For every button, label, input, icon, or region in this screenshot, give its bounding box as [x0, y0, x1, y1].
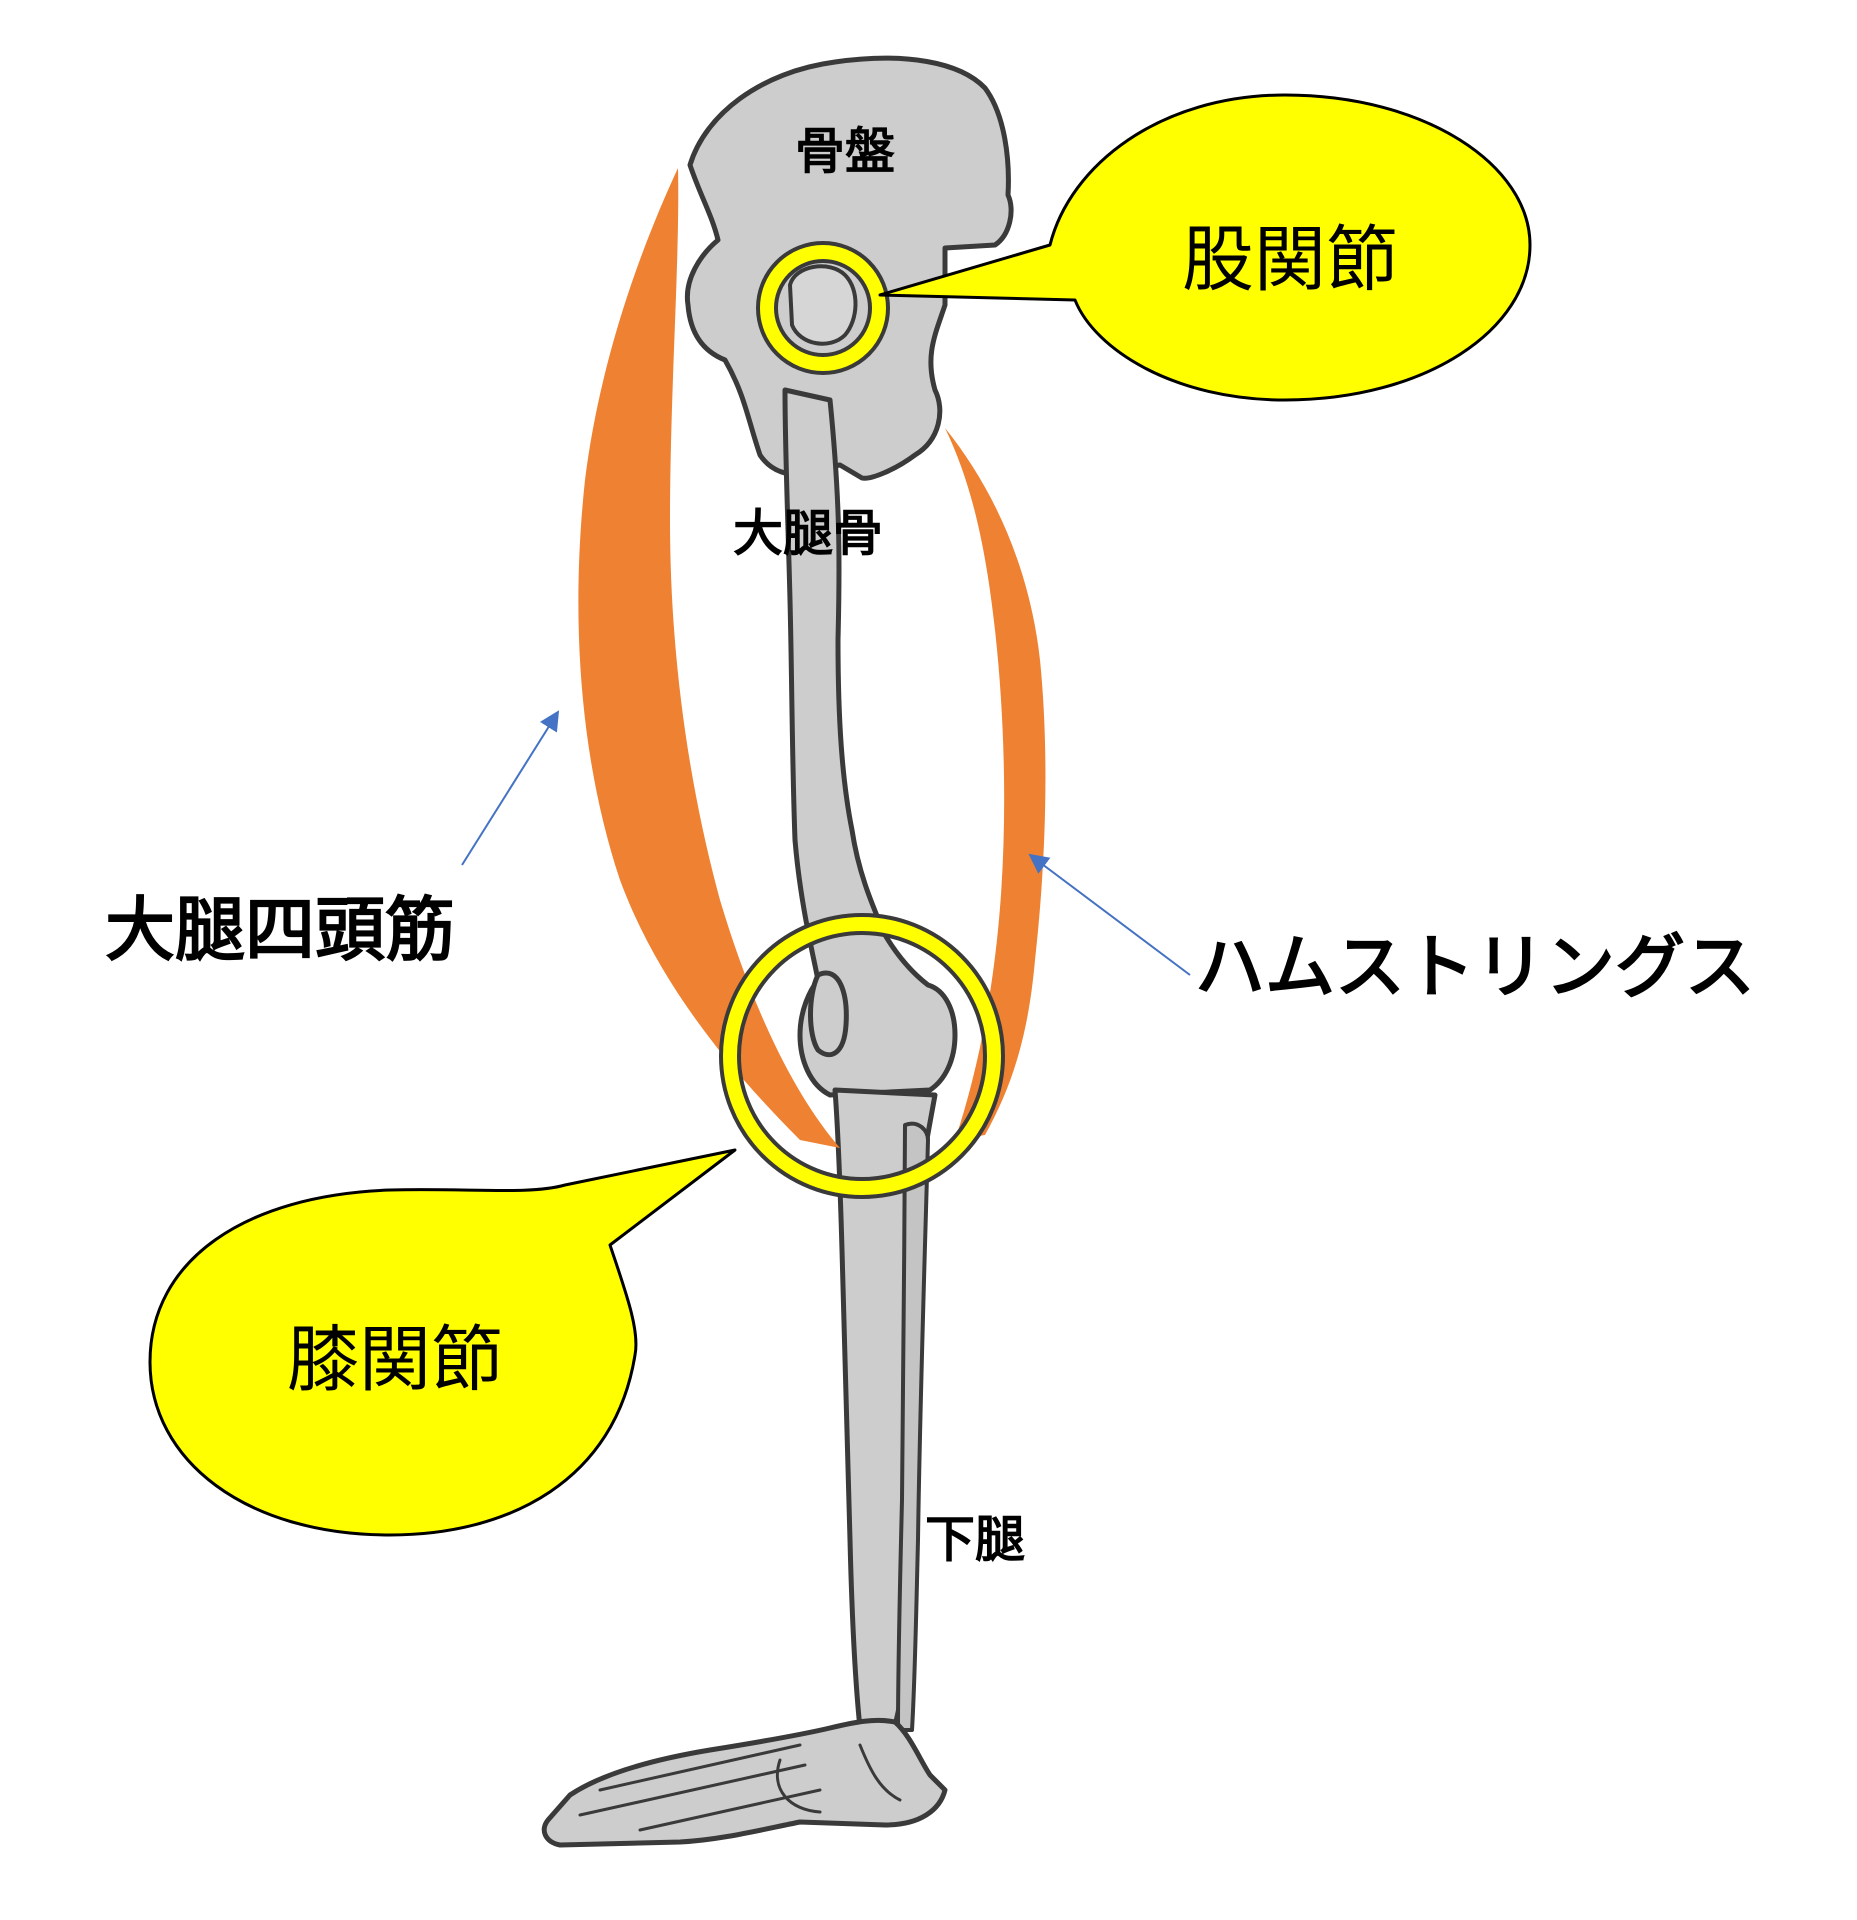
knee-joint-label: 膝関節 — [287, 1318, 503, 1402]
quadriceps-label: 大腿四頭筋 — [105, 889, 455, 971]
hamstrings-pointer-arrow — [1030, 855, 1190, 975]
hamstrings-label: ハムストリングス — [1195, 926, 1755, 1008]
foot-bones — [544, 1720, 945, 1845]
quadriceps-pointer-arrow — [462, 712, 558, 865]
pelvis-label: 骨盤 — [795, 123, 895, 181]
femur-label: 大腿骨 — [733, 505, 883, 563]
knee-joint-callout: 膝関節 — [150, 1150, 735, 1535]
hip-joint-label: 股関節 — [1182, 218, 1398, 302]
fibula-bone — [898, 1124, 928, 1730]
lower-leg-label: 下腿 — [925, 1511, 1025, 1569]
femoral-head — [790, 266, 856, 343]
patella-bone — [811, 973, 847, 1055]
